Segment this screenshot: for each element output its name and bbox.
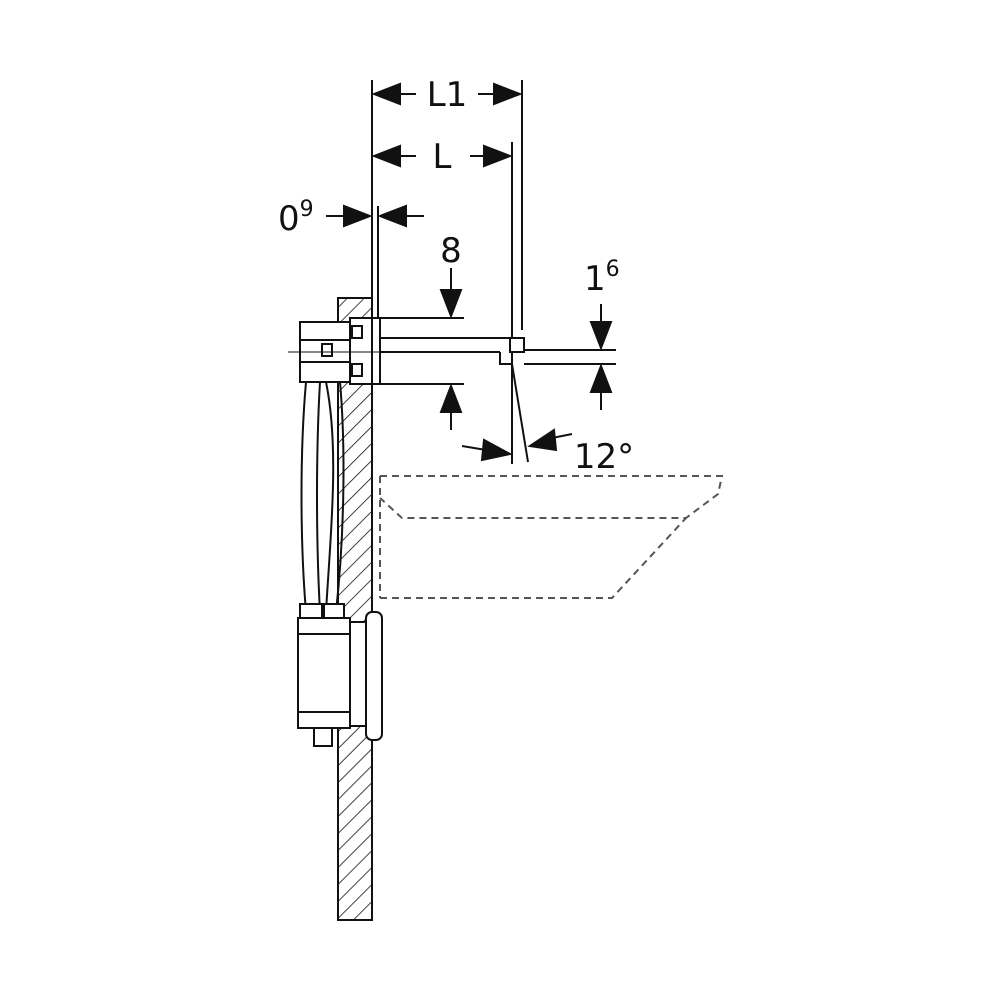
wall-finish-layer: [371, 298, 379, 920]
dimension-angle-label: 12°: [574, 437, 634, 477]
dimension-wall-offset-label: 09: [278, 197, 314, 239]
spout: [380, 337, 525, 365]
dimension-l: [371, 142, 513, 338]
dimension-wall-offset: [326, 204, 424, 298]
dimension-spout-height: [524, 304, 616, 410]
dimension-top-gap-label: 8: [440, 231, 462, 271]
dimension-l1: [371, 80, 523, 330]
dimension-spout-height-label: 16: [584, 257, 620, 299]
concealed-valve-body: [288, 317, 381, 385]
dimension-angle: [461, 363, 573, 464]
supply-hoses: [299, 381, 345, 619]
control-box: [297, 611, 383, 747]
washbasin-outline: [379, 475, 724, 599]
dimension-top-gap: [380, 268, 464, 430]
dimension-l1-label: L1: [427, 75, 468, 115]
dimension-l-label: L: [433, 137, 452, 177]
